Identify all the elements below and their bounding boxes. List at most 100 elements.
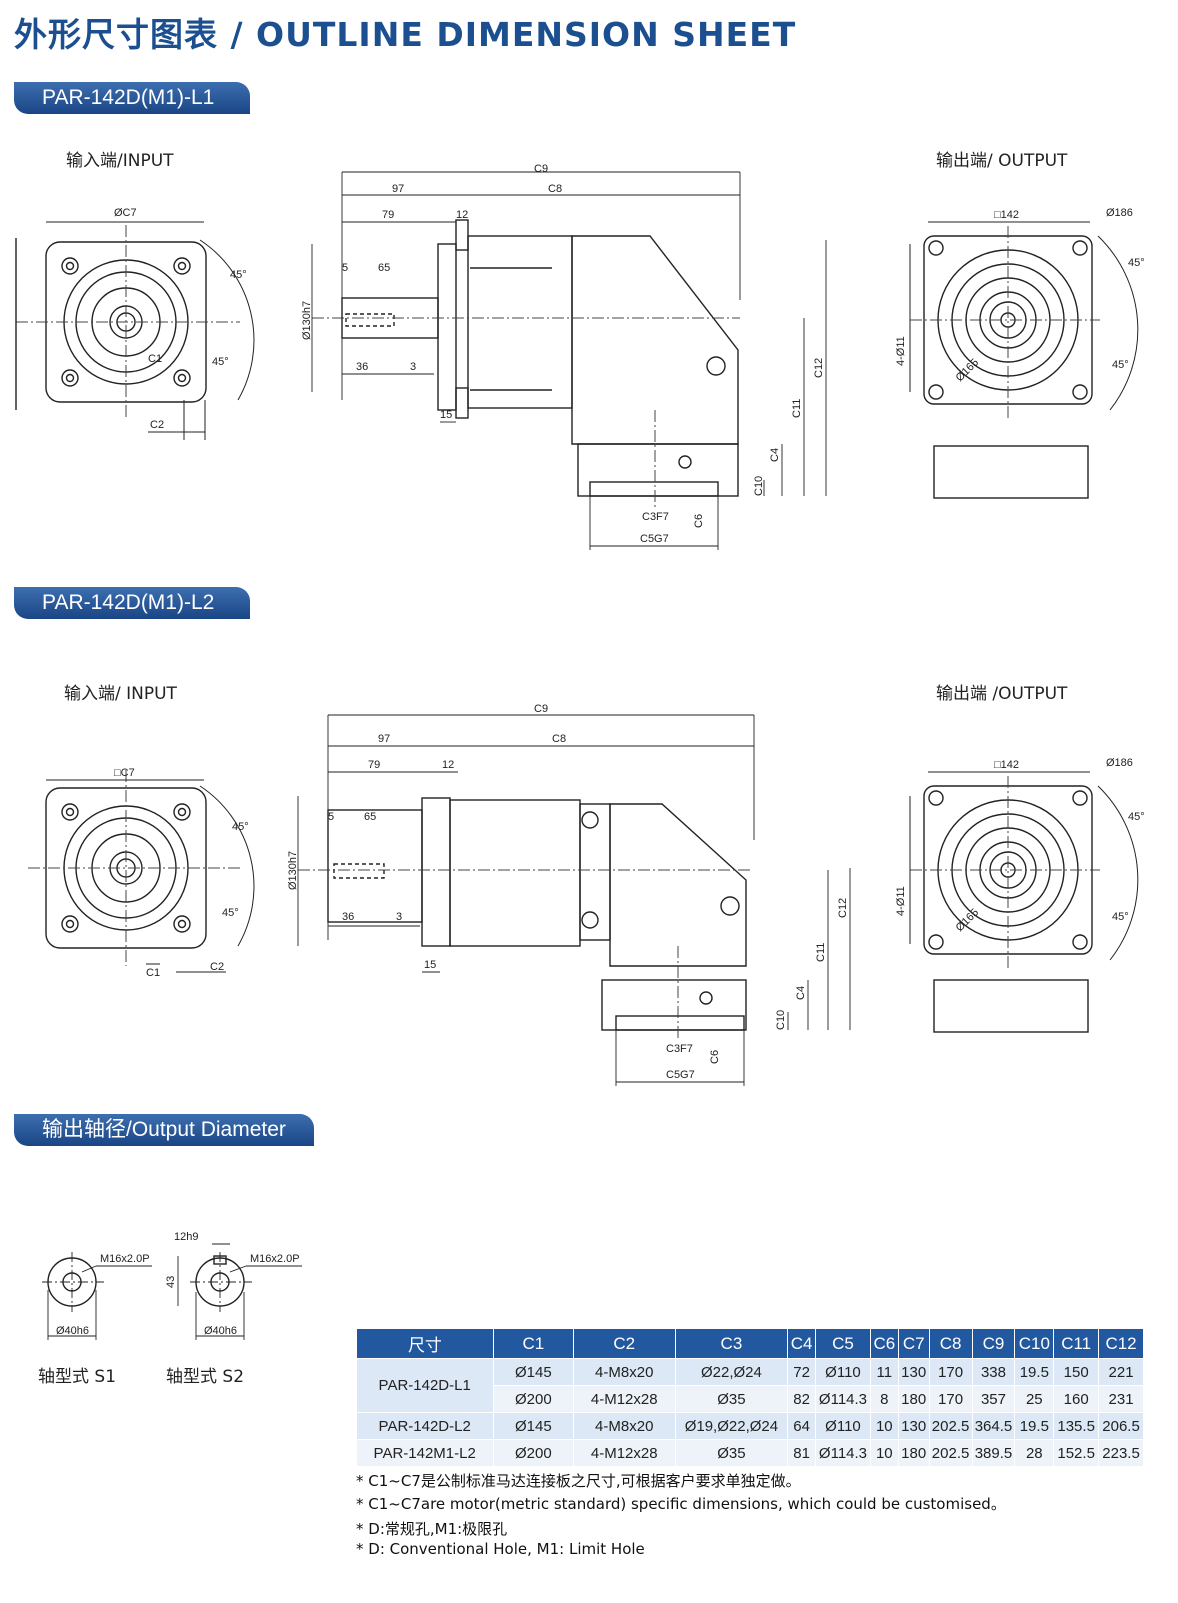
l2-c11-label: C11 xyxy=(815,943,827,962)
page-title: 外形尺寸图表 / OUTLINE DIMENSION SHEET xyxy=(14,15,797,54)
l2-c8-label: C8 xyxy=(552,733,566,745)
l1-c8-label: C8 xyxy=(548,183,562,195)
table-header-cell: C3 xyxy=(674,1328,789,1359)
table-cell: 4-M12x28 xyxy=(573,1439,676,1467)
table-cell: 223.5 xyxy=(1098,1439,1144,1467)
table-row: Ø200 4-M12x28 Ø35 82 Ø114.3 8 180 170 35… xyxy=(357,1385,1144,1413)
table-header-cell: C8 xyxy=(928,1328,973,1359)
l1-65-label: 65 xyxy=(378,262,390,274)
l2-c9-label: C9 xyxy=(534,703,548,715)
table-header-cell: C7 xyxy=(897,1328,930,1359)
section-l2-title: PAR-142D(M1)-L2 xyxy=(14,587,250,619)
table-cell: 152.5 xyxy=(1053,1439,1100,1467)
table-model-cell: PAR-142D-L1 xyxy=(356,1358,494,1413)
table-cell: 10 xyxy=(870,1439,899,1467)
l2-c12-label: C12 xyxy=(837,898,849,918)
l1-c9-label: C9 xyxy=(534,163,548,175)
l1-15-label: 15 xyxy=(440,409,452,421)
l2-sq142-label: □142 xyxy=(994,759,1019,771)
table-cell: 8 xyxy=(870,1385,899,1413)
table-cell: 231 xyxy=(1098,1385,1144,1413)
table-header-cell: C2 xyxy=(572,1328,676,1359)
l2-c7-label: □C7 xyxy=(114,767,135,779)
table-cell: 25 xyxy=(1014,1385,1055,1413)
l1-5-label: 5 xyxy=(342,262,348,274)
s1-d40-label: Ø40h6 xyxy=(56,1325,89,1337)
section-output-title: 输出轴径/Output Diameter xyxy=(14,1114,314,1146)
l1-c12-label: C12 xyxy=(813,358,825,378)
l1-output-view xyxy=(909,221,1139,499)
l2-15-label: 15 xyxy=(424,959,436,971)
table-cell: 4-M8x20 xyxy=(573,1358,676,1386)
table-cell: 170 xyxy=(929,1358,973,1386)
l1-side-dim-lines xyxy=(311,171,827,550)
table-cell: 82 xyxy=(787,1385,817,1413)
table-cell: 72 xyxy=(787,1358,817,1386)
table-cell: 11 xyxy=(870,1358,899,1386)
table-cell: Ø35 xyxy=(675,1385,789,1413)
table-cell: 28 xyxy=(1014,1439,1055,1467)
l1-3-label: 3 xyxy=(410,361,416,373)
l1-79-label: 79 xyxy=(382,209,394,221)
table-cell: 64 xyxy=(787,1412,817,1440)
table-header-cell: C12 xyxy=(1098,1328,1144,1359)
l1-c5-label: C5G7 xyxy=(640,533,669,545)
l2-out-angle-bottom: 45° xyxy=(1112,911,1129,923)
l2-5-label: 5 xyxy=(328,811,334,823)
l2-c10-label: C10 xyxy=(775,1010,787,1030)
note-line: * D:常规孔,M1:极限孔 xyxy=(356,1520,508,1538)
l1-36-label: 36 xyxy=(356,361,368,373)
l2-130-label: Ø130h7 xyxy=(287,851,299,890)
table-row: PAR-142D-L2 Ø145 4-M8x20 Ø19,Ø22,Ø24 64 … xyxy=(356,1412,1144,1440)
table-cell: Ø35 xyxy=(675,1439,789,1467)
l2-4d11-label: 4-Ø11 xyxy=(895,886,907,916)
table-header-cell: C5 xyxy=(815,1328,871,1359)
table-cell: Ø110 xyxy=(815,1412,871,1440)
note-line: * D: Conventional Hole, M1: Limit Hole xyxy=(356,1540,645,1558)
l1-c1-label: C1 xyxy=(148,353,162,365)
table-cell: 338 xyxy=(972,1358,1016,1386)
table-cell: Ø145 xyxy=(493,1412,574,1440)
s2-12h9-label: 12h9 xyxy=(174,1231,198,1243)
table-cell: 4-M8x20 xyxy=(573,1412,676,1440)
table-cell: 130 xyxy=(898,1412,930,1440)
l2-3-label: 3 xyxy=(396,911,402,923)
l2-out-angle-top: 45° xyxy=(1128,811,1145,823)
table-cell: 202.5 xyxy=(929,1412,973,1440)
l2-output-view xyxy=(909,771,1139,1033)
l2-side-view xyxy=(327,797,747,1031)
table-cell: Ø22,Ø24 xyxy=(675,1358,789,1386)
l2-65-label: 65 xyxy=(364,811,376,823)
l2-c3-label: C3F7 xyxy=(666,1043,693,1055)
table-row: PAR-142D-L1 Ø145 4-M8x20 Ø22,Ø24 72 Ø110… xyxy=(356,1358,1144,1413)
l1-c7-label: ØC7 xyxy=(114,207,137,219)
l1-4d11-label: 4-Ø11 xyxy=(895,336,907,366)
shaft-s1-label: 轴型式 S1 xyxy=(38,1367,117,1387)
table-cell: Ø114.3 xyxy=(815,1439,871,1467)
table-header-row: 尺寸 C1 C2 C3 C4 C5 C6 C7 C8 C9 C10 C11 C1… xyxy=(356,1328,1144,1359)
table-cell: Ø114.3 xyxy=(815,1385,871,1413)
l1-d165-label: Ø165 xyxy=(954,357,982,385)
section-l1-title: PAR-142D(M1)-L1 xyxy=(14,82,250,114)
l2-input-label: 输入端/ INPUT xyxy=(64,684,177,704)
dimension-table: 尺寸 C1 C2 C3 C4 C5 C6 C7 C8 C9 C10 C11 C1… xyxy=(356,1328,1144,1467)
table-cell: 81 xyxy=(787,1439,817,1467)
table-cell: 150 xyxy=(1053,1358,1100,1386)
table-row: PAR-142M1-L2 Ø200 4-M12x28 Ø35 81 Ø114.3… xyxy=(356,1439,1144,1467)
table-cell: 221 xyxy=(1098,1358,1144,1386)
note-line: * C1~C7are motor(metric standard) specif… xyxy=(356,1495,1006,1513)
l2-input-view xyxy=(28,770,255,973)
l1-130-label: Ø130h7 xyxy=(301,301,313,340)
l1-side-view xyxy=(341,219,739,497)
table-cell: 389.5 xyxy=(972,1439,1016,1467)
l2-79-label: 79 xyxy=(368,759,380,771)
l1-c3-label: C3F7 xyxy=(642,511,669,523)
table-cell: 364.5 xyxy=(972,1412,1016,1440)
table-header-cell: 尺寸 xyxy=(356,1328,494,1359)
table-cell: 130 xyxy=(898,1358,930,1386)
l1-input-angle-bottom: 45° xyxy=(212,356,229,368)
table-model-cell: PAR-142D-L2 xyxy=(356,1412,494,1440)
l1-c10-label: C10 xyxy=(753,476,765,496)
shaft-s1-drawing xyxy=(42,1252,152,1340)
